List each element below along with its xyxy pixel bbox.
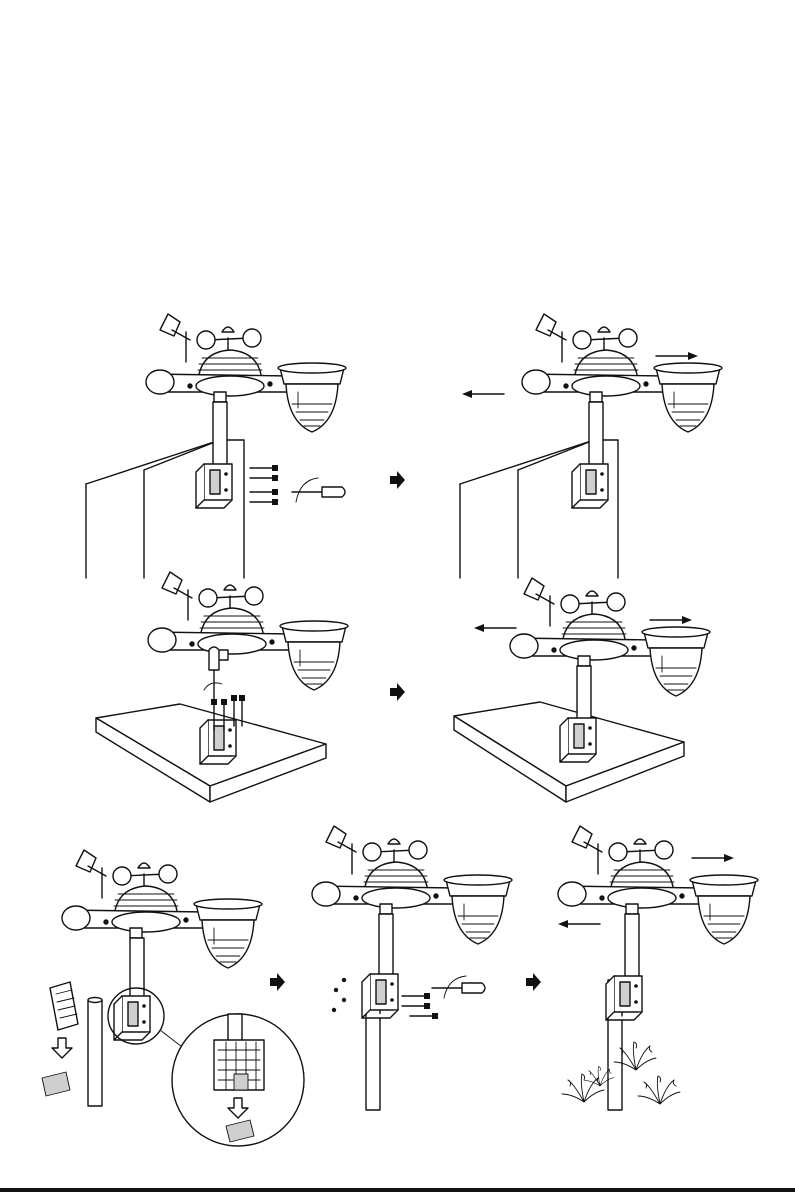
pole-mount-step-1 (42, 850, 304, 1146)
screws-icon (402, 993, 438, 1019)
weather-station-icon (62, 850, 262, 968)
screws-icon (250, 465, 278, 505)
pad-icon (42, 1072, 70, 1096)
screwdriver-icon (292, 487, 345, 497)
nuts-icon (332, 978, 346, 1012)
rotate-arrow (204, 683, 222, 690)
mast-pole (625, 914, 639, 978)
table-mount-step-1 (96, 572, 348, 802)
next-step-arrow-icon (390, 683, 405, 701)
mast-pole (589, 402, 603, 472)
mast-pole (130, 938, 144, 1002)
next-step-arrow-icon (270, 973, 285, 991)
table-mount-step-2 (454, 578, 710, 802)
bottom-rule (0, 1188, 795, 1192)
pole-mount-step-3 (558, 826, 758, 1110)
rotate-arrow (296, 478, 318, 502)
screwdriver-icon (209, 647, 219, 700)
screwdriver-icon (432, 983, 485, 993)
mast-pole (577, 666, 591, 726)
weather-station-icon (148, 572, 348, 690)
bracket-insert-icon (50, 982, 78, 1058)
mast-pole (379, 914, 393, 978)
pole-mount-step-2 (312, 826, 512, 1110)
mast-pole (213, 402, 227, 472)
mounting-bracket-icon (606, 976, 642, 1020)
next-step-arrow-icon (526, 973, 541, 991)
weather-station-icon (510, 578, 710, 696)
weather-station-icon (522, 314, 722, 432)
pole-icon (88, 998, 102, 1107)
mounting-bracket-icon (114, 996, 150, 1040)
wall-mount-step-2 (460, 314, 722, 578)
weather-station-icon (558, 826, 758, 944)
wall-mount-step-1 (86, 314, 346, 578)
next-step-arrow-icon (390, 471, 405, 489)
weather-station-icon (146, 314, 346, 432)
detail-magnifier-icon (172, 1014, 304, 1146)
weather-station-icon (312, 826, 512, 944)
